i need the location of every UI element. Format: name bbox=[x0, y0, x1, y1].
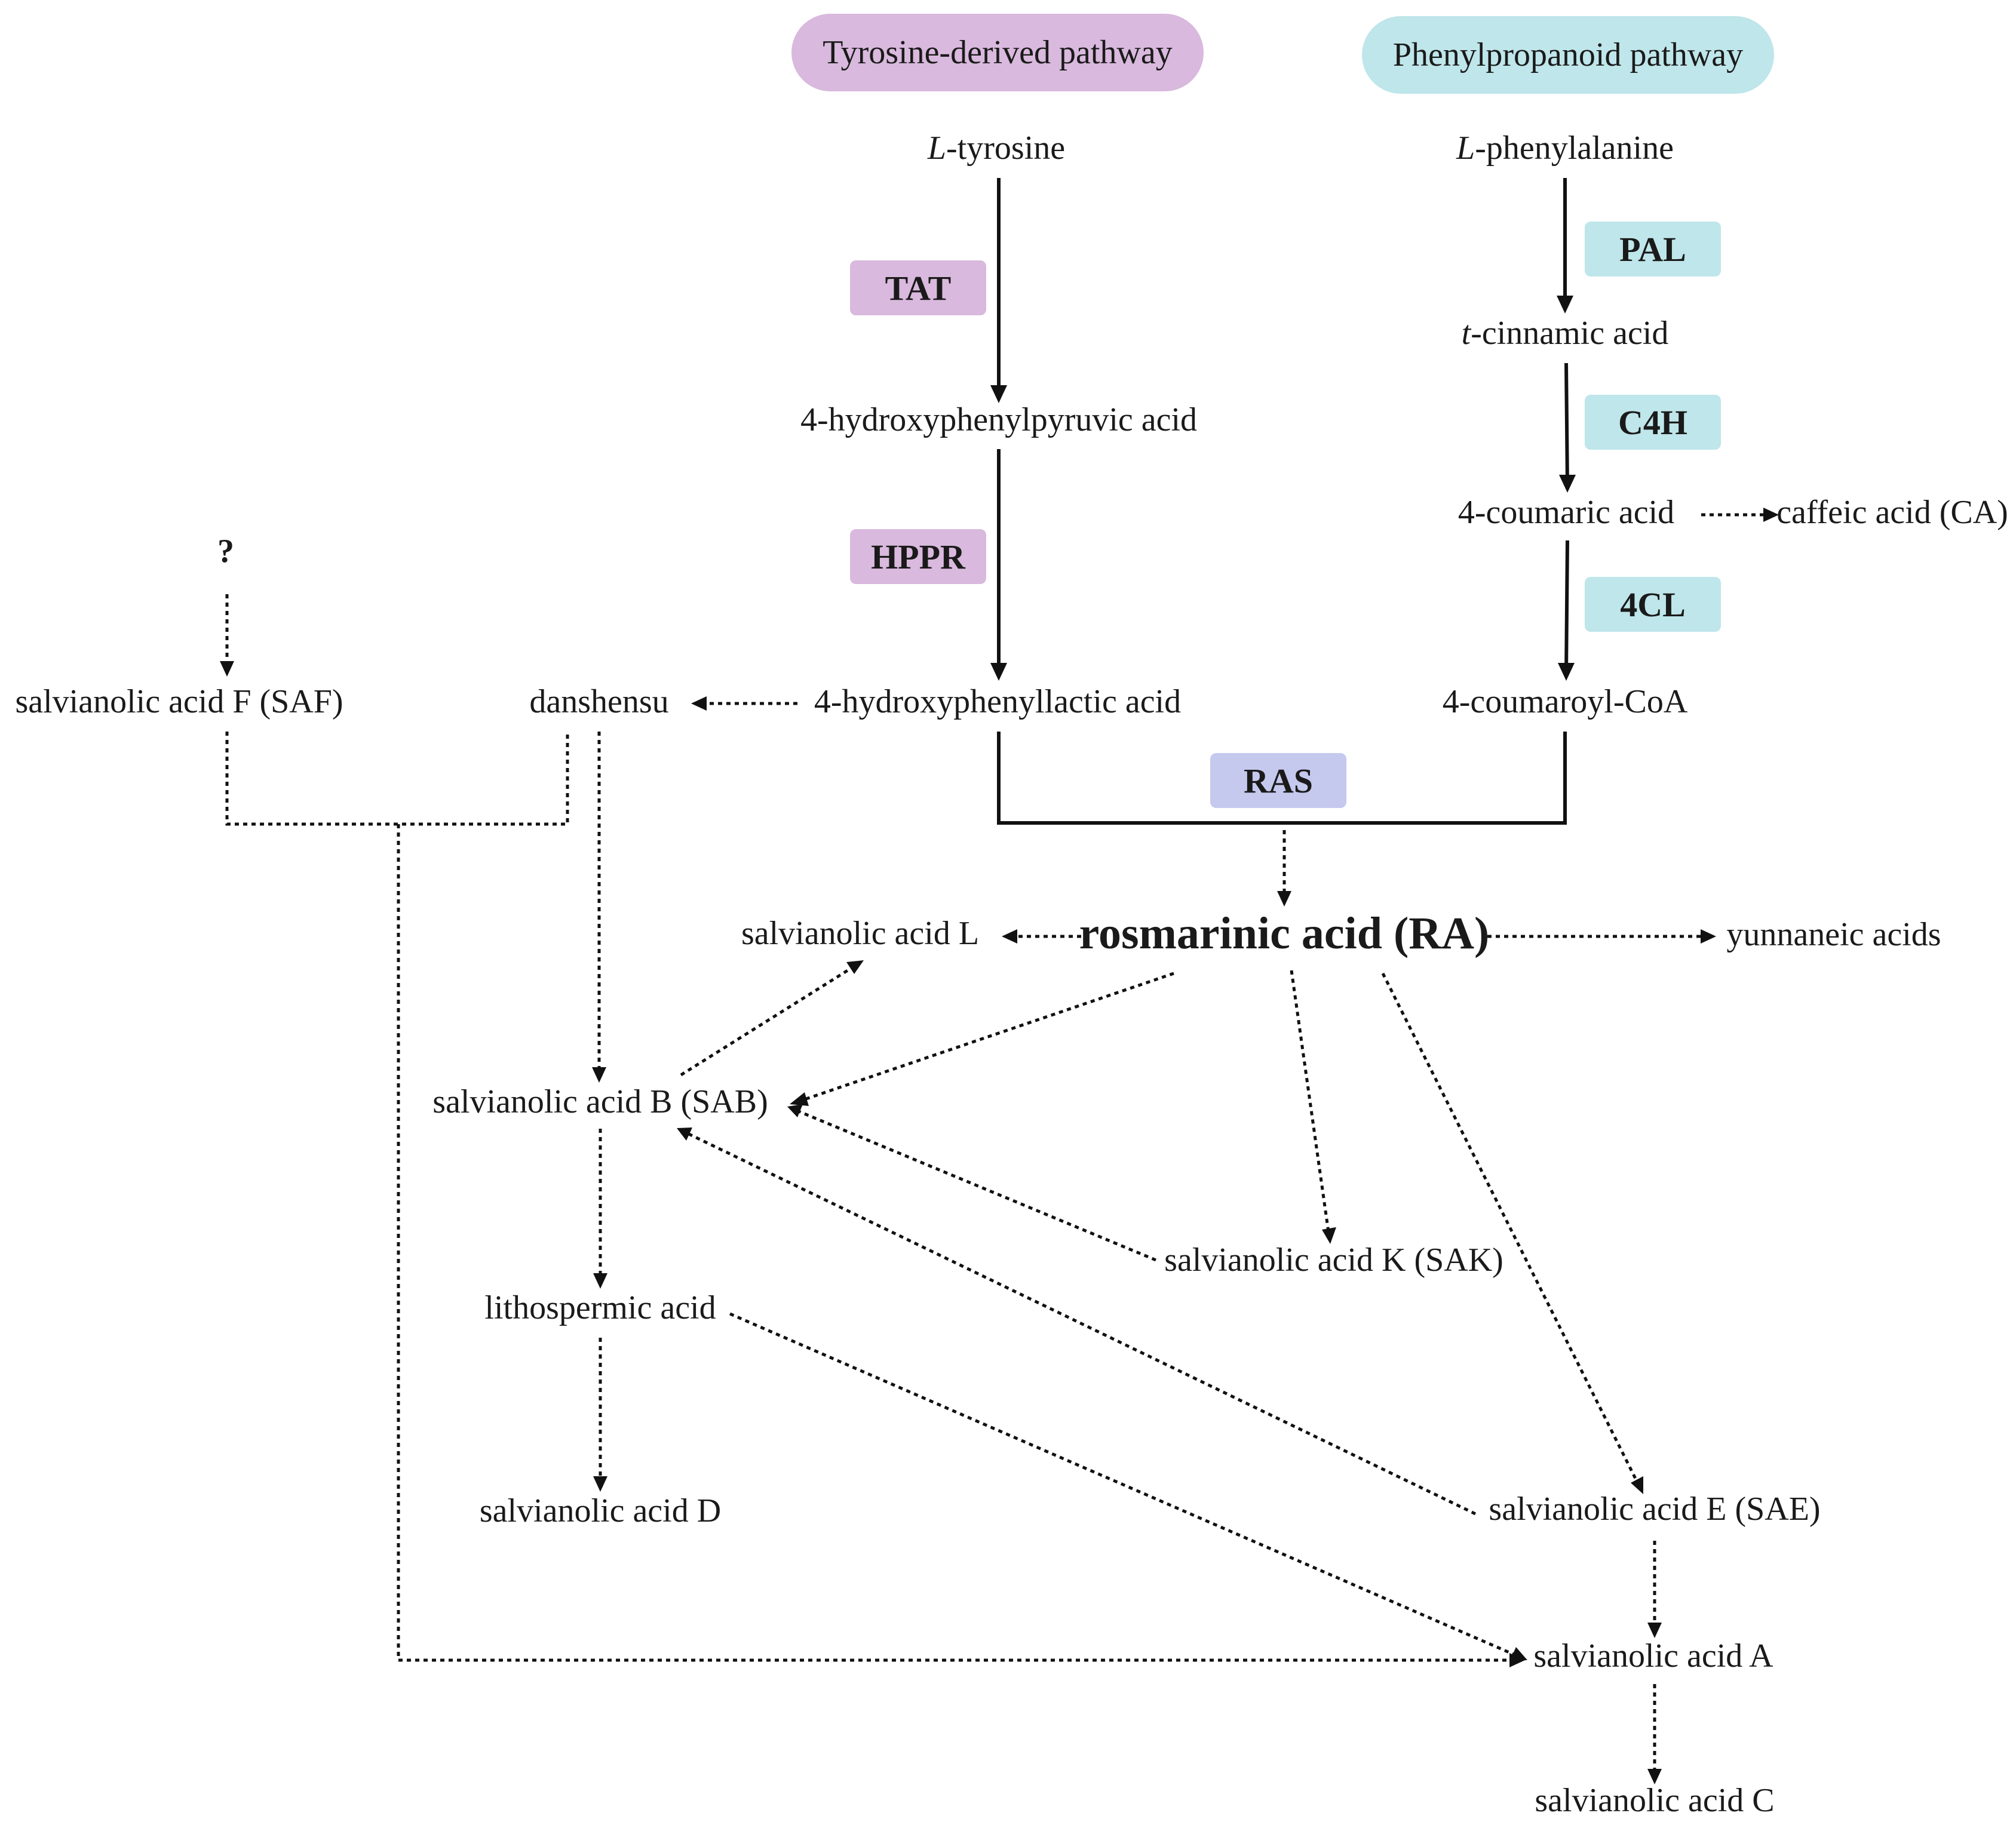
arrow-lithospermic-to-saa bbox=[729, 1312, 1521, 1659]
arrowhead bbox=[1701, 929, 1716, 944]
compound-sae: salvianolic acid E (SAE) bbox=[1489, 1491, 1821, 1528]
compound-salvianolic-acid-l: salvianolic acid L bbox=[741, 915, 980, 952]
compound-salvianolic-acid-c: salvianolic acid C bbox=[1535, 1782, 1775, 1819]
arrowhead bbox=[1559, 475, 1576, 493]
arrow-ra-to-sab bbox=[797, 972, 1174, 1104]
tyrosine-pathway-header: Tyrosine-derived pathway bbox=[791, 14, 1204, 91]
compound-4-coumaroyl-coa: 4-coumaroyl-CoA bbox=[1442, 683, 1688, 720]
compound-yunnaneic-acids: yunnaneic acids bbox=[1726, 916, 1941, 953]
arrowhead bbox=[1277, 891, 1291, 907]
phenylpropanoid-pathway-label: Phenylpropanoid pathway bbox=[1392, 36, 1744, 73]
arrow-ra-to-sak bbox=[1290, 970, 1331, 1237]
arrow-coumaric-to-coumaroylcoa bbox=[1564, 540, 1569, 675]
arrowhead bbox=[990, 663, 1007, 681]
arrowhead bbox=[787, 1104, 803, 1117]
enzyme-ras: RAS bbox=[1210, 753, 1346, 808]
enzyme-hppr: HPPR bbox=[850, 529, 986, 584]
compound-sab: salvianolic acid B (SAB) bbox=[432, 1083, 768, 1120]
arrowhead bbox=[677, 1127, 692, 1141]
tyrosine-pathway-label: Tyrosine-derived pathway bbox=[823, 34, 1173, 71]
compound-lithospermic-acid: lithospermic acid bbox=[484, 1289, 716, 1326]
arrowhead bbox=[1322, 1227, 1336, 1244]
arrowhead bbox=[592, 1067, 606, 1083]
compound-salvianolic-acid-d: salvianolic acid D bbox=[479, 1492, 722, 1529]
arrowhead bbox=[220, 661, 234, 677]
compound-t-cinnamic-acid: t-cinnamic acid bbox=[1461, 315, 1669, 352]
arrowhead bbox=[1763, 508, 1779, 522]
compound-saf: salvianolic acid F (SAF) bbox=[15, 683, 343, 720]
compound-salvianolic-acid-a: salvianolic acid A bbox=[1533, 1637, 1773, 1675]
enzyme-c4h: C4H bbox=[1585, 395, 1721, 450]
arrowhead bbox=[1558, 663, 1575, 681]
compound-danshensu: danshensu bbox=[529, 683, 669, 720]
enzyme-tat: TAT bbox=[850, 260, 986, 315]
arrow-sak-to-sab bbox=[794, 1108, 1156, 1262]
arrow-cinnamic-to-coumaric bbox=[1564, 362, 1569, 487]
arrow-ra-to-sae bbox=[1381, 972, 1641, 1488]
compound-l-tyrosine: L-tyrosine bbox=[927, 130, 1066, 167]
arrowhead bbox=[691, 696, 707, 711]
compound-rosmarinic-acid: rosmarinic acid (RA) bbox=[1079, 908, 1490, 958]
arrowhead bbox=[1557, 296, 1573, 314]
ras-bracket bbox=[997, 732, 1567, 825]
arrowhead bbox=[1647, 1623, 1662, 1638]
arrowhead bbox=[1002, 929, 1017, 944]
compound-hppa: 4-hydroxyphenylpyruvic acid bbox=[800, 401, 1198, 438]
compound-caffeic-acid: caffeic acid (CA) bbox=[1776, 494, 2008, 531]
arrow-sae-to-sab bbox=[683, 1130, 1477, 1516]
enzyme-4cl: 4CL bbox=[1585, 577, 1721, 632]
arrowhead bbox=[1510, 1647, 1527, 1660]
compound-4-coumaric-acid: 4-coumaric acid bbox=[1457, 494, 1675, 531]
arrowhead bbox=[1647, 1769, 1662, 1784]
arrowhead bbox=[593, 1273, 607, 1289]
arrow-saf-danshensu-to-saa bbox=[397, 824, 1517, 1662]
arrowhead bbox=[1631, 1476, 1643, 1494]
compound-l-phenylalanine: L-phenylalanine bbox=[1456, 130, 1674, 167]
arrow-sab-to-sal bbox=[680, 963, 858, 1077]
connector-saf-danshensu bbox=[225, 732, 569, 826]
enzyme-pal: PAL bbox=[1585, 222, 1721, 276]
compound-sak: salvianolic acid K (SAK) bbox=[1164, 1242, 1503, 1279]
compound-hpla: 4-hydroxyphenyllactic acid bbox=[814, 683, 1182, 720]
phenylpropanoid-pathway-header: Phenylpropanoid pathway bbox=[1362, 16, 1774, 94]
arrowhead bbox=[990, 385, 1007, 403]
arrowhead bbox=[846, 960, 864, 974]
question-mark: ? bbox=[217, 533, 234, 570]
arrowhead bbox=[790, 1092, 809, 1106]
arrowhead bbox=[593, 1476, 607, 1492]
